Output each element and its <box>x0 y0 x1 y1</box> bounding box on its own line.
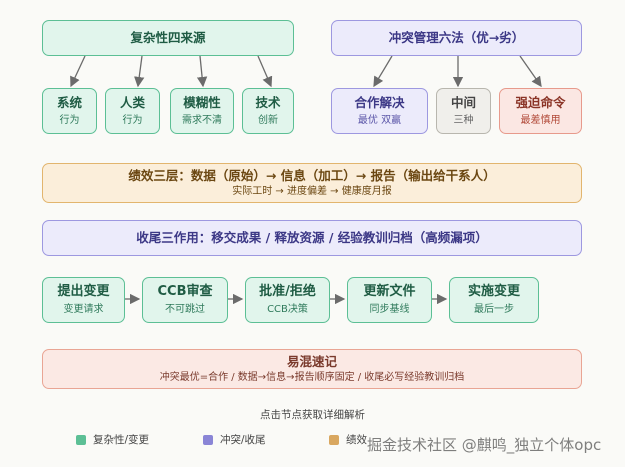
flow-implement-change[interactable]: 实施变更 最后一步 <box>449 277 539 323</box>
flow-approve-reject[interactable]: 批准/拒绝 CCB决策 <box>245 277 330 323</box>
arrow-complexity-tech <box>257 55 273 88</box>
arrow-complexity-system <box>70 55 86 88</box>
flow-update-docs-title: 更新文件 <box>363 283 416 299</box>
complexity-sources-title: 复杂性四来源 <box>130 30 206 46</box>
flow-update-docs-sub: 同步基线 <box>369 303 410 315</box>
conflict-management-title: 冲突管理六法（优→劣） <box>388 30 525 46</box>
node-middle-sub: 三种 <box>453 114 474 126</box>
legend-item-performance: 绩效 <box>329 432 367 447</box>
flow-ccb-review-title: CCB审查 <box>157 283 213 299</box>
flow-submit-change[interactable]: 提出变更 变更请求 <box>42 277 125 323</box>
arrow-complexity-ambiguity <box>196 55 208 88</box>
node-system-sub: 行为 <box>59 114 80 126</box>
legend-item-complexity: 复杂性/变更 <box>76 432 149 447</box>
flow-ccb-review-sub: 不可跳过 <box>165 303 205 315</box>
node-technology[interactable]: 技术 创新 <box>242 88 294 134</box>
node-force-title: 强迫命令 <box>515 94 566 110</box>
node-middle[interactable]: 中间 三种 <box>436 88 491 134</box>
node-system-title: 系统 <box>56 94 82 110</box>
flow-submit-change-title: 提出变更 <box>57 283 110 299</box>
performance-title: 绩效三层：数据（原始）→ 信息（加工）→ 报告（输出给干系人） <box>128 167 496 183</box>
node-human-sub: 行为 <box>122 114 143 126</box>
performance-sub: 实际工时 → 进度偏差 → 健康度月报 <box>232 185 392 197</box>
node-cooperate-title: 合作解决 <box>354 94 405 110</box>
legend-swatch-amber <box>329 434 339 445</box>
flow-ccb-review[interactable]: CCB审查 不可跳过 <box>142 277 228 323</box>
flow-submit-change-sub: 变更请求 <box>63 303 104 315</box>
legend-label: 复杂性/变更 <box>93 434 150 446</box>
node-force-sub: 最差慎用 <box>520 114 561 126</box>
node-technology-title: 技术 <box>255 94 281 110</box>
memo-sub: 冲突最优=合作 / 数据→信息→报告顺序固定 / 收尾必写经验教训归档 <box>159 371 465 383</box>
node-force[interactable]: 强迫命令 最差慎用 <box>499 88 582 134</box>
flow-approve-reject-sub: CCB决策 <box>267 303 308 315</box>
arrow-complexity-human <box>134 55 145 88</box>
arrow-conflict-cooperate <box>373 55 393 88</box>
flow-implement-change-sub: 最后一步 <box>474 303 514 315</box>
performance-node[interactable]: 绩效三层：数据（原始）→ 信息（加工）→ 报告（输出给干系人） 实际工时 → 进… <box>42 163 582 203</box>
node-system[interactable]: 系统 行为 <box>42 88 97 134</box>
flow-update-docs[interactable]: 更新文件 同步基线 <box>347 277 432 323</box>
conflict-management-node[interactable]: 冲突管理六法（优→劣） <box>331 20 582 56</box>
flow-implement-change-title: 实施变更 <box>467 283 520 299</box>
legend-swatch-purple <box>203 434 213 445</box>
complexity-sources-node[interactable]: 复杂性四来源 <box>42 20 294 56</box>
legend-label: 绩效 <box>346 434 367 446</box>
legend-label: 冲突/收尾 <box>220 434 266 446</box>
node-technology-sub: 创新 <box>258 114 278 126</box>
click-hint-caption: 点击节点获取详细解析 <box>260 409 365 421</box>
node-middle-title: 中间 <box>450 94 476 110</box>
node-ambiguity-sub: 需求不清 <box>182 114 222 126</box>
flow-approve-reject-title: 批准/拒绝 <box>259 283 316 299</box>
closing-title: 收尾三作用：移交成果 / 释放资源 / 经验教训归档（高频漏项） <box>136 230 488 246</box>
node-ambiguity[interactable]: 模糊性 需求不清 <box>170 88 234 134</box>
node-cooperate-sub: 最优 双赢 <box>357 114 402 126</box>
memo-node[interactable]: 易混速记 冲突最优=合作 / 数据→信息→报告顺序固定 / 收尾必写经验教训归档 <box>42 349 582 389</box>
node-cooperate[interactable]: 合作解决 最优 双赢 <box>331 88 428 134</box>
watermark-text: 掘金技术社区 @麒鸣_独立个体opc <box>367 436 602 454</box>
closing-node[interactable]: 收尾三作用：移交成果 / 释放资源 / 经验教训归档（高频漏项） <box>42 220 582 256</box>
legend-swatch-green <box>76 434 86 445</box>
node-ambiguity-title: 模糊性 <box>183 94 221 110</box>
node-human[interactable]: 人类 行为 <box>105 88 160 134</box>
arrow-conflict-force <box>519 55 542 88</box>
legend-item-conflict: 冲突/收尾 <box>203 432 266 447</box>
node-human-title: 人类 <box>119 94 145 110</box>
memo-title: 易混速记 <box>286 353 337 369</box>
